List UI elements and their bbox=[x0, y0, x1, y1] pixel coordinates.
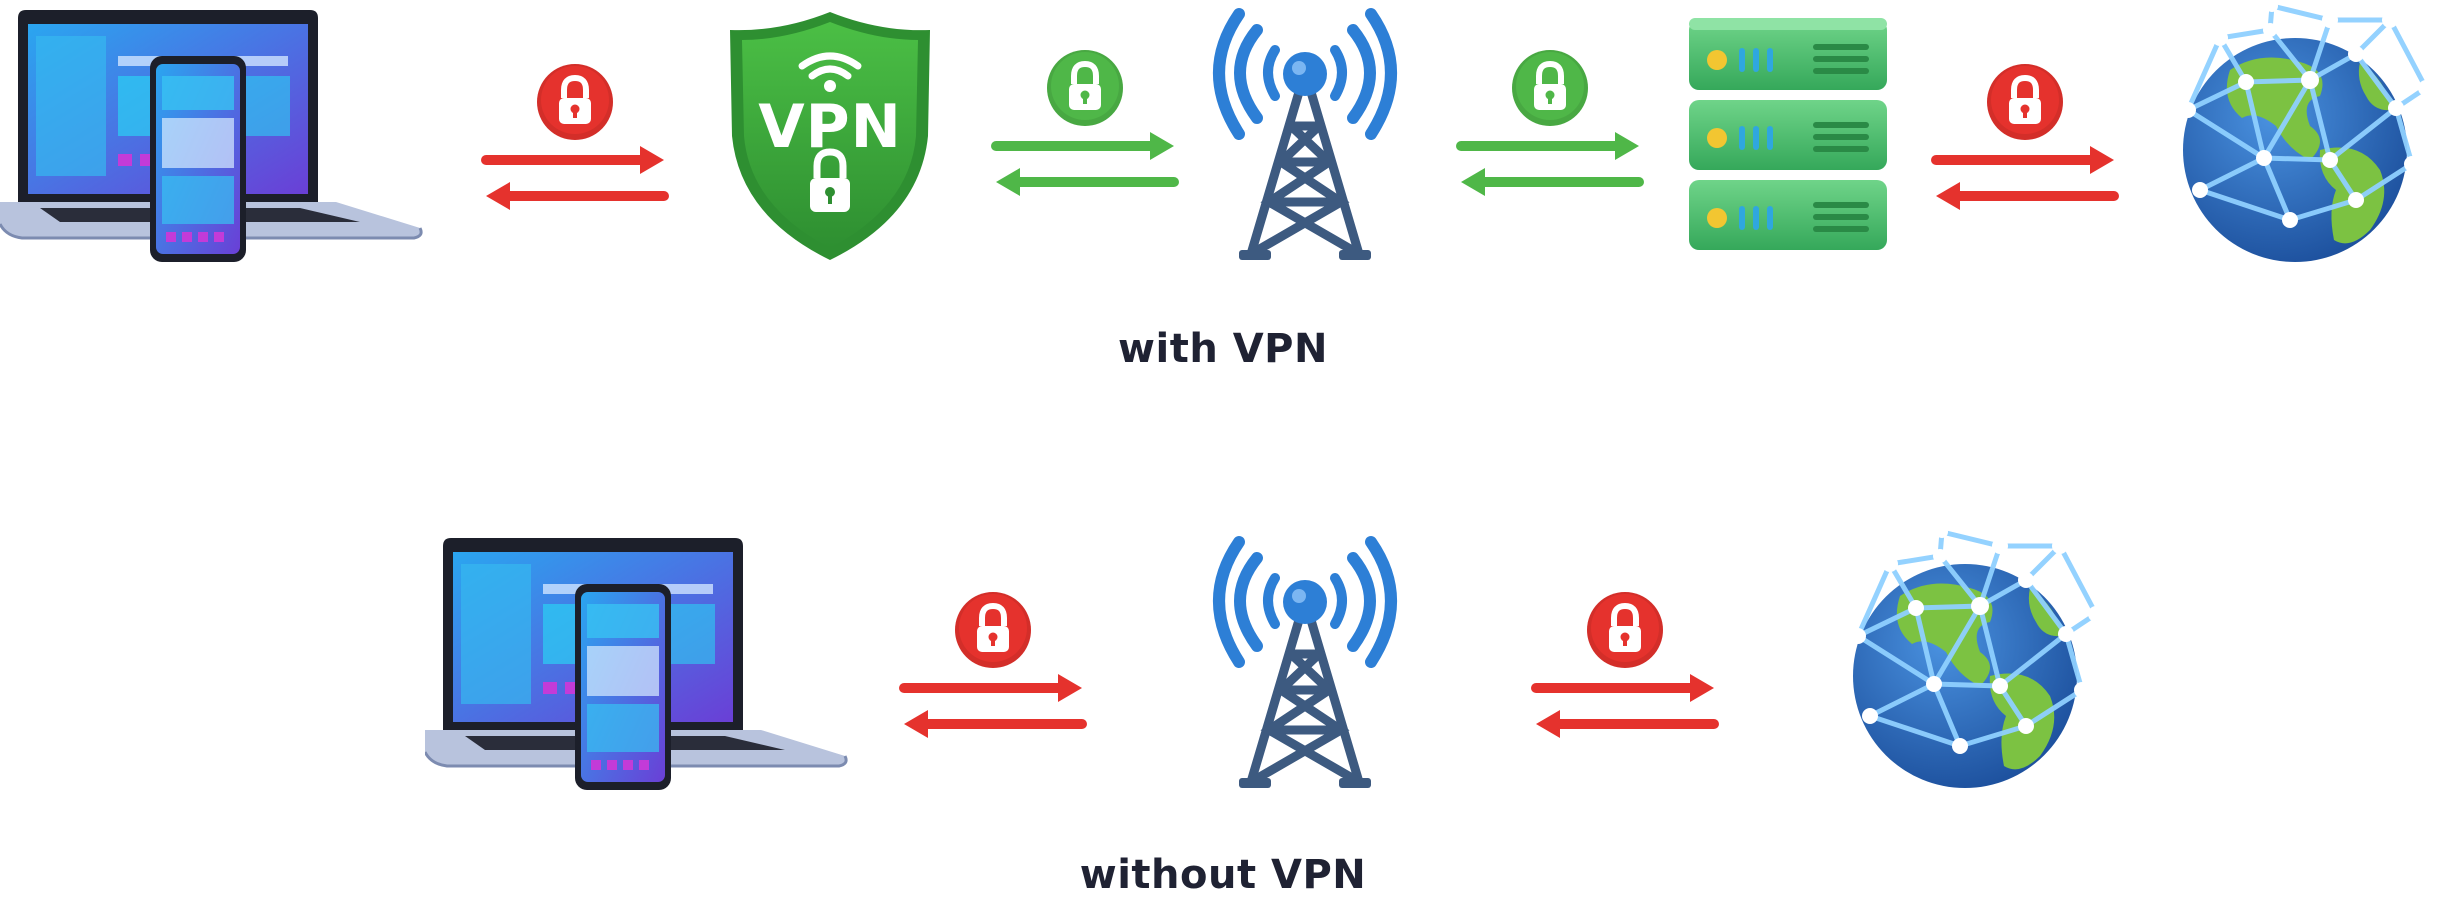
globe-network-icon bbox=[1830, 526, 2110, 796]
laptop-phone-icon bbox=[0, 6, 430, 266]
secure-link bbox=[990, 48, 1180, 198]
without-vpn-row bbox=[0, 520, 2446, 820]
red-lock-arrows-icon bbox=[480, 62, 670, 212]
server-stack-icon bbox=[1683, 10, 1893, 260]
tower-node bbox=[1205, 6, 1405, 266]
laptop-phone-icon bbox=[425, 534, 855, 794]
vpn-label: VPN bbox=[758, 92, 902, 162]
red-lock-arrows-icon bbox=[1530, 590, 1720, 740]
insecure-link bbox=[898, 590, 1088, 740]
red-lock-arrows-icon bbox=[1930, 62, 2120, 212]
radio-tower-icon bbox=[1205, 534, 1405, 794]
globe-network-icon bbox=[2160, 0, 2440, 270]
server-node bbox=[1683, 10, 1893, 260]
vpn-node: VPN bbox=[720, 6, 940, 266]
tower-node bbox=[1205, 534, 1405, 794]
with-vpn-caption: with VPN bbox=[1118, 326, 1328, 372]
radio-tower-icon bbox=[1205, 6, 1405, 266]
red-lock-arrows-icon bbox=[898, 590, 1088, 740]
devices-node bbox=[0, 6, 430, 266]
insecure-link bbox=[480, 62, 670, 212]
green-lock-arrows-icon bbox=[1455, 48, 1645, 198]
with-vpn-row: VPN bbox=[0, 0, 2446, 380]
secure-link bbox=[1455, 48, 1645, 198]
insecure-link bbox=[1930, 62, 2120, 212]
insecure-link bbox=[1530, 590, 1720, 740]
green-lock-arrows-icon bbox=[990, 48, 1180, 198]
globe-node bbox=[1830, 526, 2110, 796]
without-vpn-caption: without VPN bbox=[1079, 852, 1367, 898]
devices-node bbox=[425, 534, 855, 794]
globe-node bbox=[2160, 0, 2440, 270]
